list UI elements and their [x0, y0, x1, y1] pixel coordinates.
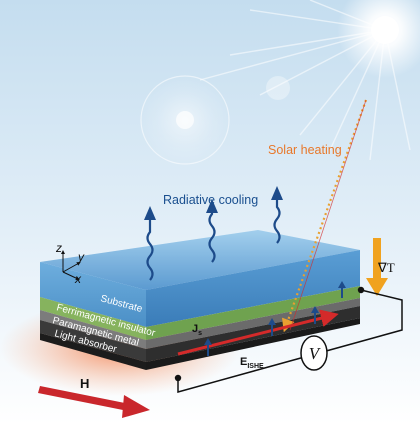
- gradient-arrow: [366, 238, 388, 296]
- e-ishe-arrow: [177, 309, 339, 356]
- paramagnetic-layer: [40, 310, 146, 349]
- axis-y-label: y: [77, 250, 85, 264]
- slab-top-face: [40, 230, 360, 290]
- voltmeter-label: V: [309, 344, 322, 363]
- cooling-arrow-3: [273, 195, 281, 244]
- slab-front-side: [40, 262, 146, 370]
- solar-heating-label: Solar heating: [268, 143, 342, 157]
- cooling-arrow-2: [208, 208, 216, 263]
- axis-z-label: z: [55, 241, 62, 255]
- axes-icon: [61, 250, 81, 280]
- radiative-cooling-label: Radiative cooling: [163, 193, 258, 207]
- voltmeter-icon: [300, 335, 328, 371]
- contact-right: [357, 286, 365, 294]
- cooling-arrow-1: [146, 215, 154, 281]
- magnetic-field-label: H: [80, 376, 89, 391]
- cooling-arrows: [146, 195, 281, 281]
- js-label: Js: [192, 323, 202, 337]
- substrate-layer: [40, 262, 146, 327]
- e-ishe-label: EISHE: [240, 356, 264, 370]
- axis-x-label: x: [74, 272, 82, 286]
- voltmeter-circuit: [177, 289, 403, 393]
- absorber-layer: [40, 320, 146, 362]
- contact-left: [174, 374, 182, 382]
- h-arrow: [38, 386, 150, 418]
- lens-flare-small: [266, 76, 290, 100]
- gradient-label: ∇T: [377, 260, 395, 275]
- ferrimagnetic-layer: [40, 297, 146, 340]
